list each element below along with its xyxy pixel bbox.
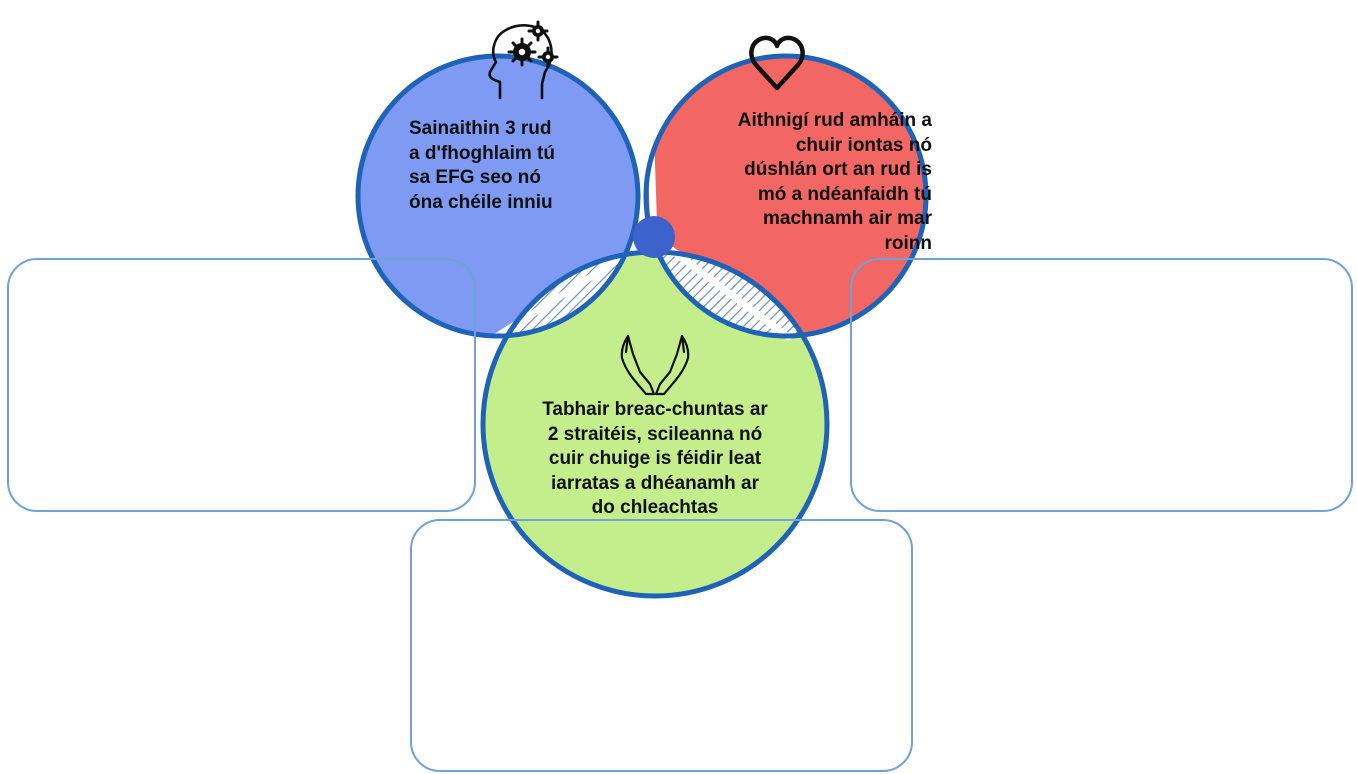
answer-box-bottom[interactable] bbox=[410, 519, 913, 772]
red-circle-outline bbox=[643, 53, 929, 339]
answer-box-right[interactable] bbox=[850, 258, 1353, 512]
blue-circle-outline bbox=[355, 53, 641, 339]
blue-circle-text: Sainaithin 3 rud a d'fhoghlaim tú sa EFG… bbox=[409, 118, 555, 213]
open-hands-icon bbox=[620, 334, 690, 396]
red-circle-text: Aithnigí rud amháin a chuir iontas nó dú… bbox=[737, 110, 932, 254]
head-gears-icon bbox=[488, 20, 559, 100]
green-circle bbox=[483, 252, 827, 596]
blue-circle bbox=[358, 56, 638, 336]
heart-icon bbox=[749, 35, 805, 91]
center-dot bbox=[633, 216, 675, 258]
green-circle-text: Tabhair breac-chuntas ar 2 straitéis, sc… bbox=[542, 399, 768, 518]
answer-box-left[interactable] bbox=[7, 258, 476, 512]
